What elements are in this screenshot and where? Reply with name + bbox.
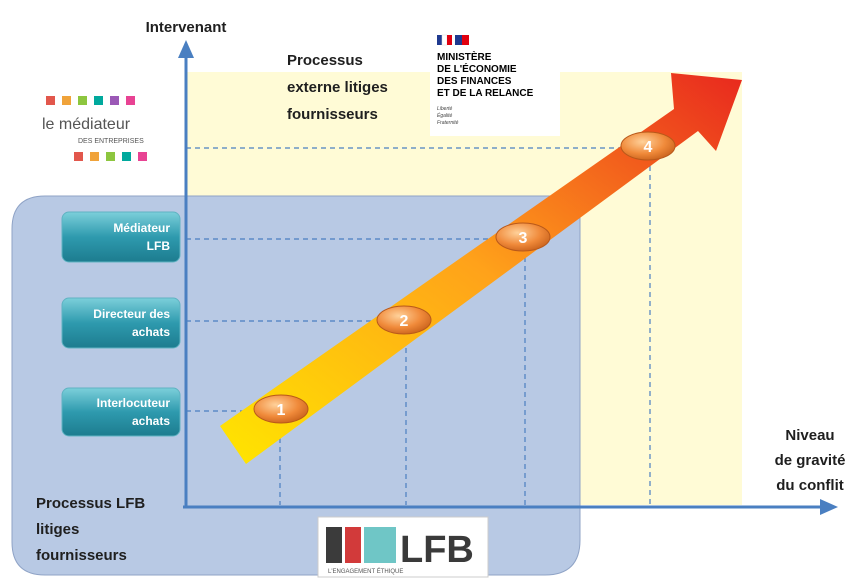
ministry-motto2: Égalité [437, 112, 453, 119]
ministry-logo: MINISTÈRE DE L'ÉCONOMIE DES FINANCES ET … [430, 28, 560, 136]
actor-directeur-line2: achats [132, 325, 170, 339]
actor-button-mediateur: Médiateur LFB [61, 211, 181, 263]
lfb-bar-red [345, 527, 361, 563]
actor-button-directeur: Directeur des achats [61, 297, 181, 349]
lfb-tagline: L'ENGAGEMENT ÉTHIQUE [328, 568, 403, 575]
ministry-motto1: Liberté [437, 106, 453, 112]
step-marker-3: 3 [495, 222, 551, 252]
escalation-arrow [220, 73, 742, 464]
y-axis-title: Intervenant [146, 19, 227, 36]
y-axis-arrowhead [178, 40, 194, 58]
internal-process-line1: Processus LFB [36, 495, 145, 512]
mediator-logo: le médiateur DES ENTREPRISES [42, 96, 147, 161]
step-label-2: 2 [400, 313, 409, 330]
guide-lines [186, 147, 651, 505]
mediator-line2: DES ENTREPRISES [78, 138, 144, 145]
step-label-3: 3 [519, 230, 528, 247]
external-process-line2: externe litiges [287, 79, 388, 96]
internal-process-line3: fournisseurs [36, 547, 127, 564]
external-process-line1: Processus [287, 52, 363, 69]
actor-directeur-line1: Directeur des [93, 307, 170, 321]
lfb-bar-teal [364, 527, 396, 563]
lfb-logo: LFB L'ENGAGEMENT ÉTHIQUE [317, 516, 489, 578]
ministry-line1: MINISTÈRE [437, 50, 492, 63]
actor-mediateur-line2: LFB [147, 239, 171, 253]
step-label-4: 4 [644, 139, 653, 156]
step-marker-4: 4 [620, 131, 676, 161]
mediator-squares-bottom [74, 152, 147, 161]
x-axis-title-line3: du conflit [776, 477, 844, 494]
internal-process-line2: litiges [36, 521, 79, 538]
mediator-squares-top [46, 96, 135, 105]
step-marker-1: 1 [253, 394, 309, 424]
mediator-line1: le médiateur [42, 116, 131, 133]
ministry-line2: DE L'ÉCONOMIE [437, 62, 517, 75]
actor-mediateur-line1: Médiateur [113, 221, 170, 235]
external-process-line3: fournisseurs [287, 106, 378, 123]
actor-button-interlocuteur: Interlocuteur achats [61, 387, 181, 437]
x-axis-title-line2: de gravité [775, 452, 846, 469]
actor-interlocuteur-line2: achats [132, 414, 170, 428]
step-marker-2: 2 [376, 305, 432, 335]
ministry-line3: DES FINANCES [437, 76, 512, 87]
external-process-label: Processus externe litiges fournisseurs [287, 52, 388, 123]
lfb-text: LFB [400, 529, 474, 571]
x-axis-title: Niveau de gravité du conflit [775, 427, 846, 494]
ministry-motto3: Fraternité [437, 120, 459, 126]
axes [178, 40, 838, 515]
lfb-bar-dark [326, 527, 342, 563]
ministry-line4: ET DE LA RELANCE [437, 88, 534, 99]
step-label-1: 1 [277, 402, 286, 419]
actor-interlocuteur-line1: Interlocuteur [97, 396, 171, 410]
x-axis-title-line1: Niveau [785, 427, 834, 444]
marianne-icon [437, 34, 469, 46]
internal-process-label: Processus LFB litiges fournisseurs [36, 495, 145, 564]
x-axis-arrowhead [820, 499, 838, 515]
